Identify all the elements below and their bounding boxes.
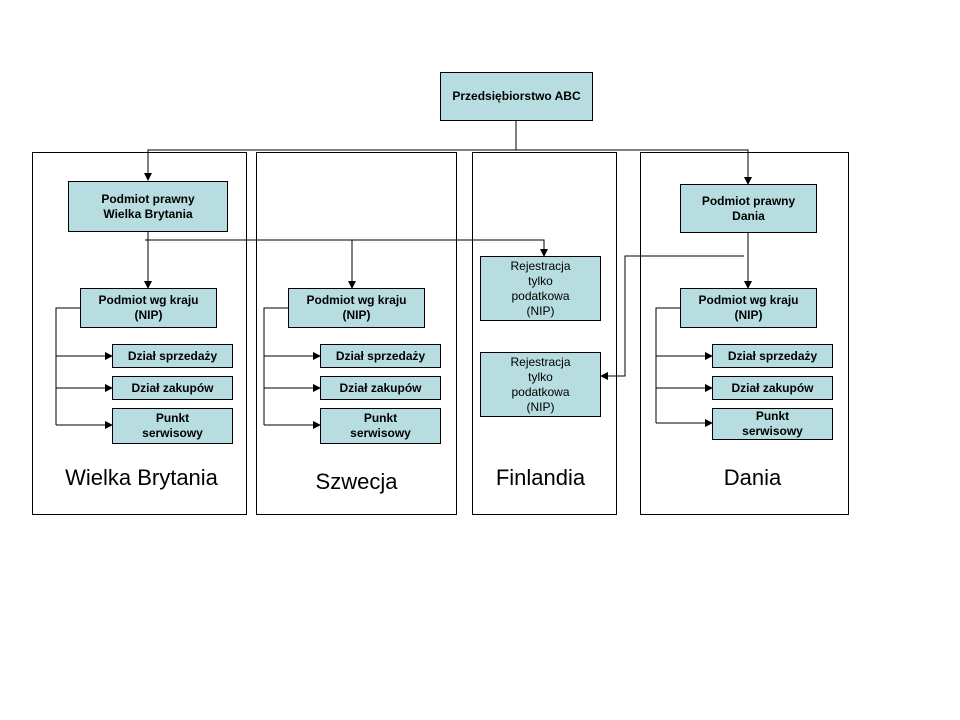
uk-legal-entity-node: Podmiot prawny Wielka Brytania <box>68 181 228 232</box>
dk-purchasing-department-node: Dział zakupów <box>712 376 833 400</box>
connector-root-to-uk <box>144 149 516 181</box>
region-szwecja <box>256 152 457 515</box>
connector-dk-to-finland <box>600 255 744 380</box>
dk-country-entity-node: Podmiot wg kraju (NIP) <box>680 288 817 328</box>
root-node: Przedsiębiorstwo ABC <box>440 72 593 121</box>
uk-purchasing-department-node: Dział zakupów <box>112 376 233 400</box>
uk-country-entity-node: Podmiot wg kraju (NIP) <box>80 288 217 328</box>
connector-uk-departments <box>55 307 80 425</box>
finland-tax-registration-node-2: Rejestracja tylko podatkowa (NIP) <box>480 352 601 417</box>
country-label-wielka-brytania: Wielka Brytania <box>65 465 218 490</box>
sweden-country-entity-node: Podmiot wg kraju (NIP) <box>288 288 425 328</box>
dk-service-point-node: Punkt serwisowy <box>712 408 833 440</box>
connector-root-to-dk <box>516 149 752 185</box>
finland-tax-registration-node-1: Rejestracja tylko podatkowa (NIP) <box>480 256 601 321</box>
sweden-service-point-node: Punkt serwisowy <box>320 408 441 444</box>
connector-dk-departments <box>655 307 680 423</box>
sweden-sales-department-node: Dział sprzedaży <box>320 344 441 368</box>
dk-sales-department-node: Dział sprzedaży <box>712 344 833 368</box>
sweden-purchasing-department-node: Dział zakupów <box>320 376 441 400</box>
country-label-szwecja: Szwecja <box>315 469 398 494</box>
uk-sales-department-node: Dział sprzedaży <box>112 344 233 368</box>
connector-sweden-departments <box>263 307 288 425</box>
dk-legal-entity-node: Podmiot prawny Dania <box>680 184 817 233</box>
connector-uk-to-sweden <box>145 239 356 289</box>
region-finlandia <box>472 152 617 515</box>
connector-uk-to-finland <box>352 239 548 257</box>
country-label-finlandia: Finlandia <box>495 465 586 490</box>
country-label-dania: Dania <box>723 465 782 490</box>
uk-service-point-node: Punkt serwisowy <box>112 408 233 444</box>
